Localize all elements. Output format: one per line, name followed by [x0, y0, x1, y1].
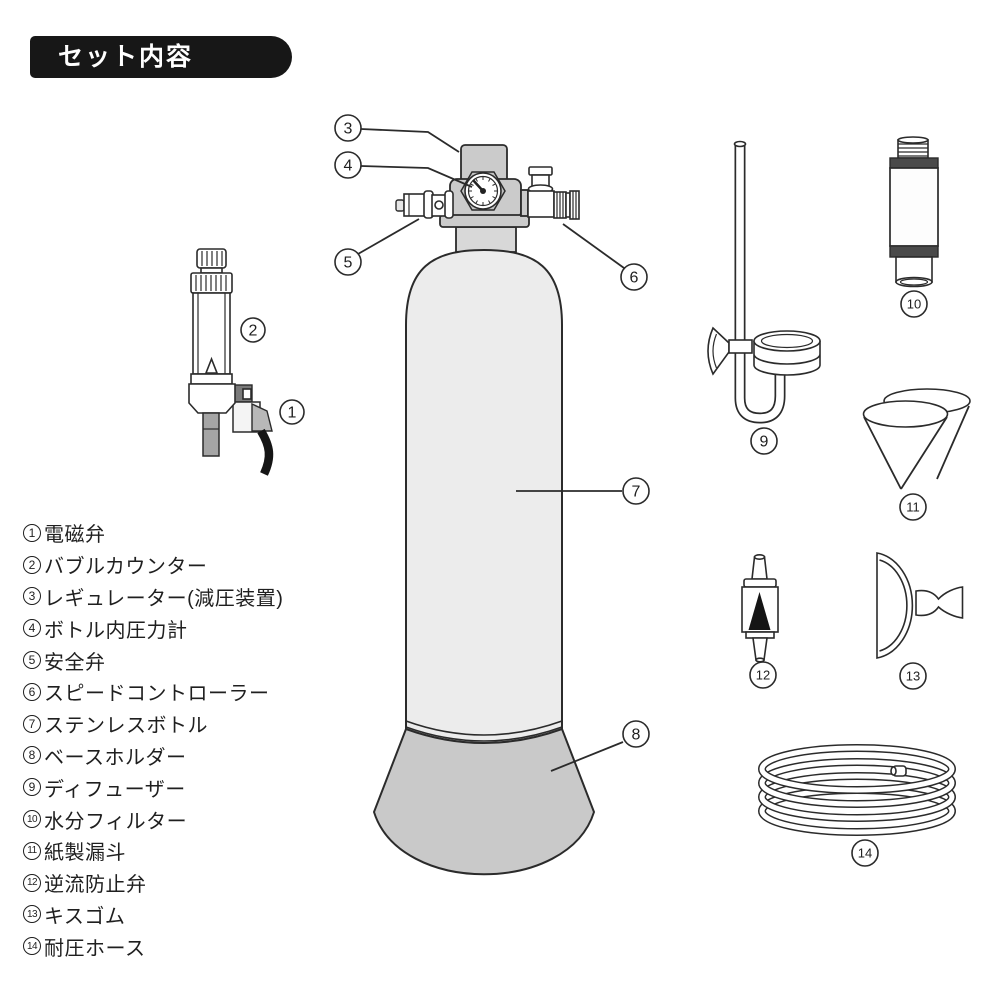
legend-item-4-number: 4	[23, 619, 41, 638]
callout-12: 12	[749, 661, 777, 689]
page-title: セット内容	[58, 43, 194, 71]
legend-item-5-label: 安全弁	[44, 651, 106, 674]
callout-5: 5	[334, 248, 362, 276]
callout-13: 13	[899, 662, 927, 690]
legend-item-6-label: スピードコントローラー	[44, 683, 270, 706]
legend-item-13: 13 キスゴム	[23, 899, 283, 931]
check-valve-illustration	[741, 553, 779, 663]
callout-14-number: 14	[858, 846, 872, 861]
callout-4: 4	[334, 151, 362, 179]
legend-item-3: 3 レギュレーター(減圧装置)	[23, 581, 283, 613]
legend-item-13-number: 13	[23, 905, 41, 924]
legend-item-10-number: 10	[23, 810, 41, 829]
legend-item-10-label: 水分フィルター	[44, 810, 188, 833]
parts-legend: 1 電磁弁 2 バブルカウンター 3 レギュレーター(減圧装置) 4 ボトル内圧…	[23, 517, 283, 962]
callout-14: 14	[851, 839, 879, 867]
set-contents-banner: セット内容	[30, 36, 292, 78]
legend-item-2: 2 バブルカウンター	[23, 549, 283, 581]
safety-valve-illustration	[395, 190, 454, 219]
legend-item-8-label: ベースホルダー	[44, 746, 187, 769]
callout-9-number: 9	[760, 434, 769, 451]
legend-item-12-number: 12	[23, 873, 41, 892]
legend-item-11: 11 紙製漏斗	[23, 835, 283, 867]
callout-8: 8	[622, 720, 650, 748]
pressure-gauge-illustration	[460, 171, 506, 211]
legend-item-2-number: 2	[23, 555, 41, 574]
legend-item-3-number: 3	[23, 587, 41, 606]
legend-item-7-label: ステンレスボトル	[44, 715, 208, 738]
solenoid-valve-illustration	[188, 383, 274, 476]
moisture-filter-illustration	[889, 136, 939, 288]
legend-item-5: 5 安全弁	[23, 644, 283, 676]
callout-2: 2	[240, 317, 266, 343]
legend-item-2-label: バブルカウンター	[44, 556, 208, 579]
callout-2-number: 2	[249, 323, 258, 340]
callout-13-number: 13	[906, 669, 920, 684]
callout-12-number: 12	[756, 668, 770, 683]
legend-item-9-label: ディフューザー	[44, 778, 186, 801]
legend-item-8-number: 8	[23, 746, 41, 765]
legend-item-12-label: 逆流防止弁	[44, 874, 147, 897]
legend-item-8: 8 ベースホルダー	[23, 740, 283, 772]
callout-7-number: 7	[632, 484, 641, 501]
callout-1: 1	[279, 399, 305, 425]
legend-item-5-number: 5	[23, 651, 41, 670]
legend-item-7-number: 7	[23, 714, 41, 733]
legend-item-10: 10 水分フィルター	[23, 803, 283, 835]
legend-item-14: 14 耐圧ホース	[23, 930, 283, 962]
pressure-hose-illustration	[758, 744, 956, 836]
base-holder-illustration	[372, 727, 596, 876]
legend-item-14-label: 耐圧ホース	[44, 937, 146, 960]
bubble-counter-illustration	[190, 248, 233, 385]
legend-item-3-label: レギュレーター(減圧装置)	[44, 587, 284, 610]
callout-10: 10	[900, 290, 928, 318]
legend-item-14-number: 14	[23, 937, 41, 956]
callout-8-number: 8	[632, 727, 641, 744]
suction-cup-illustration	[876, 552, 964, 659]
callout-11: 11	[899, 493, 927, 521]
callout-7: 7	[622, 477, 650, 505]
legend-item-1: 1 電磁弁	[23, 517, 283, 549]
stainless-bottle-illustration	[405, 226, 563, 769]
leader-lines	[357, 128, 625, 772]
legend-item-7: 7 ステンレスボトル	[23, 708, 283, 740]
callout-10-number: 10	[907, 297, 921, 312]
legend-item-13-label: キスゴム	[44, 905, 126, 928]
legend-item-6-number: 6	[23, 682, 41, 701]
callout-6-number: 6	[630, 270, 639, 287]
callout-1-number: 1	[288, 405, 297, 422]
legend-item-6: 6 スピードコントローラー	[23, 676, 283, 708]
callout-5-number: 5	[344, 255, 353, 272]
legend-item-1-label: 電磁弁	[44, 524, 106, 547]
legend-item-12: 12 逆流防止弁	[23, 867, 283, 899]
legend-item-4: 4 ボトル内圧力計	[23, 612, 283, 644]
legend-item-11-number: 11	[23, 841, 41, 860]
callout-11-number: 11	[906, 500, 920, 515]
callout-3-number: 3	[344, 121, 353, 138]
legend-item-11-label: 紙製漏斗	[44, 842, 126, 865]
speed-controller-illustration	[520, 166, 580, 220]
legend-item-9-number: 9	[23, 778, 41, 797]
legend-item-9: 9 ディフューザー	[23, 771, 283, 803]
callout-3: 3	[334, 114, 362, 142]
legend-item-1-number: 1	[23, 523, 41, 542]
callout-4-number: 4	[344, 158, 353, 175]
paper-funnel-illustration	[862, 388, 971, 490]
legend-item-4-label: ボトル内圧力計	[44, 619, 188, 642]
callout-6: 6	[620, 263, 648, 291]
diffuser-illustration	[707, 140, 821, 424]
callout-9: 9	[750, 427, 778, 455]
